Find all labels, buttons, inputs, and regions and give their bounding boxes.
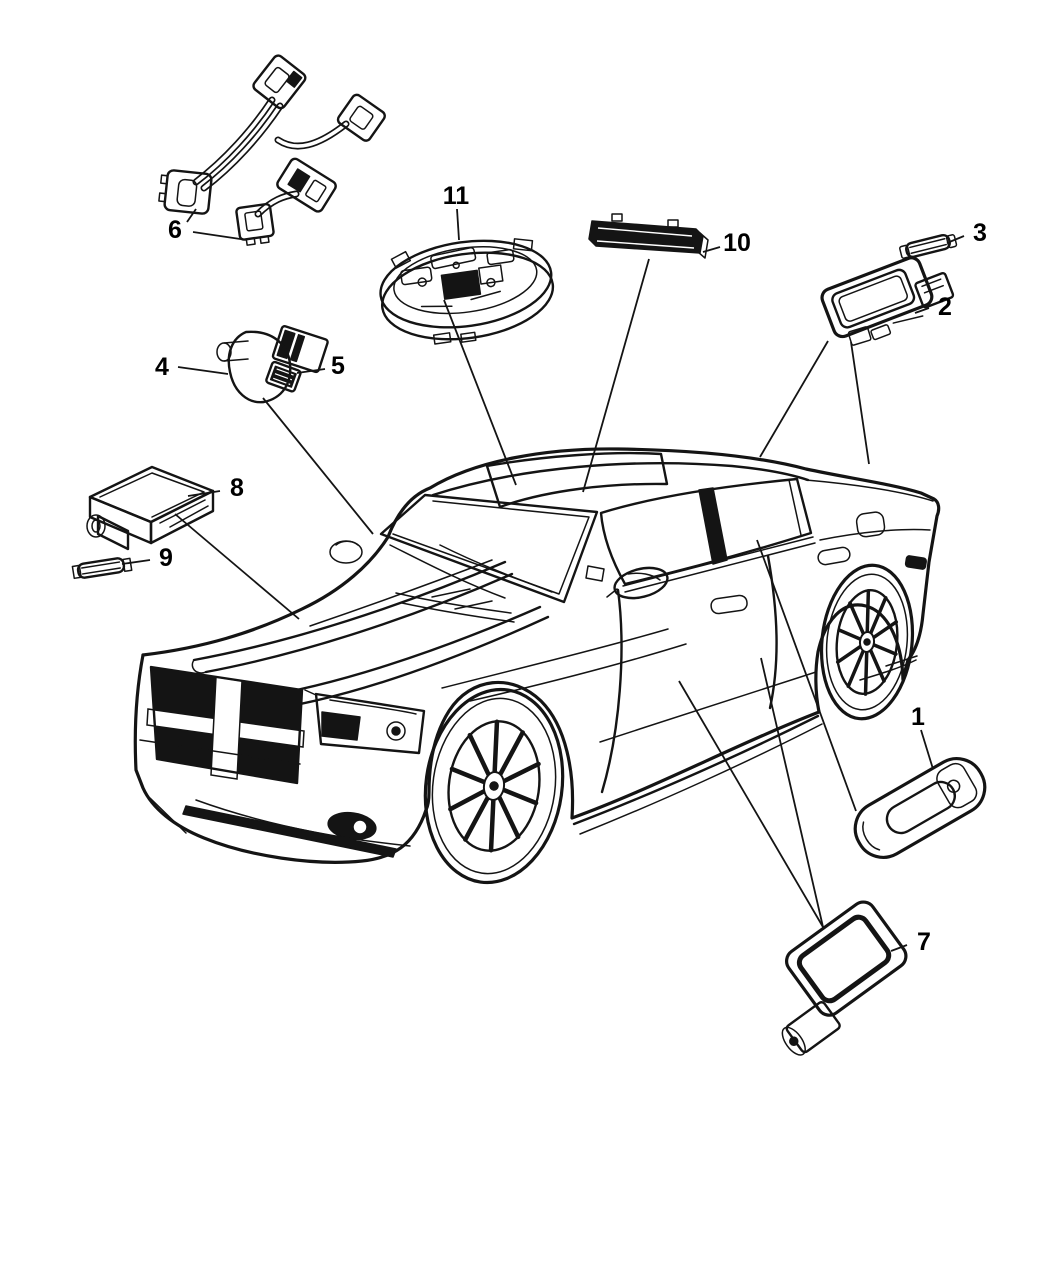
harness-connector-center (276, 157, 337, 213)
headlamp (314, 692, 426, 755)
part-11-overhead-console-lamp (379, 238, 555, 345)
rear-wheel (819, 563, 915, 721)
lamp-connector-stub (914, 272, 955, 309)
leader-line-3-1 (946, 235, 965, 244)
leader-line-8-2 (174, 513, 300, 620)
callout-number-2[interactable]: 2 (938, 293, 952, 321)
part-10-overhead-lamp-lens (588, 213, 709, 259)
part-6-overhead-wiring-harness (158, 54, 386, 246)
leader-line-7-3 (760, 657, 824, 928)
part-8-lamp-module (86, 465, 215, 551)
leader-line-11-1 (456, 208, 460, 241)
leader-line-6-2 (192, 231, 248, 241)
leader-line-1-1 (920, 729, 934, 770)
rear-door-handle (817, 546, 851, 566)
side-mirror (613, 566, 669, 600)
front-door-cut (600, 588, 623, 794)
leader-line-2-1 (914, 307, 930, 314)
leader-line-7-1 (890, 944, 908, 952)
front-fascia (139, 665, 426, 858)
vehicle-line-art (133, 447, 941, 885)
callout-number-9[interactable]: 9 (159, 544, 173, 572)
leader-line-5-1 (296, 368, 326, 374)
callout-number-8[interactable]: 8 (230, 474, 244, 502)
leader-line-9-1 (121, 559, 151, 565)
sensor-small-connector (265, 360, 302, 393)
part-3-festoon-bulb (899, 233, 958, 259)
callout-number-7[interactable]: 7 (917, 928, 931, 956)
sensor-connector-block (271, 325, 329, 374)
front-wheel (423, 687, 565, 885)
leader-line-2-3 (850, 341, 870, 465)
callout-number-5[interactable]: 5 (331, 352, 345, 380)
leader-line-8-1 (187, 490, 221, 497)
module-connector (96, 514, 130, 551)
harness-connector-top (252, 54, 307, 110)
front-splitter (182, 805, 397, 858)
part-7-courtesy-lamp (781, 900, 908, 1056)
leader-line-1-2 (756, 539, 857, 812)
leader-line-10-1 (702, 246, 721, 253)
callout-number-11[interactable]: 11 (443, 182, 470, 210)
wipers (395, 592, 515, 623)
callout-number-1[interactable]: 1 (911, 703, 925, 731)
leader-line-6-1 (186, 208, 197, 223)
callout-number-6[interactable]: 6 (168, 216, 182, 244)
callout-number-10[interactable]: 10 (723, 229, 751, 257)
fuel-door (855, 511, 886, 538)
doors-and-trim (441, 479, 934, 835)
callout-number-3[interactable]: 3 (973, 219, 987, 247)
b-pillar (698, 487, 728, 565)
rear-door-cut (766, 554, 778, 710)
front-door-handle (710, 594, 748, 615)
part-2-reading-lamp-unit (820, 256, 955, 346)
leader-line-5-2 (262, 397, 374, 535)
leader-line-11-2 (443, 299, 517, 486)
sunroof (485, 451, 669, 509)
rearview-mirror-inside (585, 565, 605, 582)
side-glass (599, 477, 813, 586)
leader-line-4-1 (177, 366, 229, 375)
part-4-5-sensor (216, 325, 329, 404)
callout-layer: 1 2 3 4 5 6 7 8 9 10 11 (121, 182, 987, 956)
callout-number-4[interactable]: 4 (155, 353, 169, 381)
part-9-festoon-bulb-small (71, 557, 133, 580)
rear-side-marker (904, 555, 927, 570)
leader-line-2-2 (759, 340, 829, 458)
leader-line-10-2 (582, 258, 650, 493)
part-1-assist-handle-lamp (853, 757, 987, 859)
harness-module (235, 202, 275, 246)
harness-connector-left (158, 169, 213, 215)
harness-connector-right (336, 93, 386, 142)
windshield (379, 493, 599, 604)
leader-line-7-2 (678, 680, 824, 928)
greenhouse (379, 451, 816, 604)
